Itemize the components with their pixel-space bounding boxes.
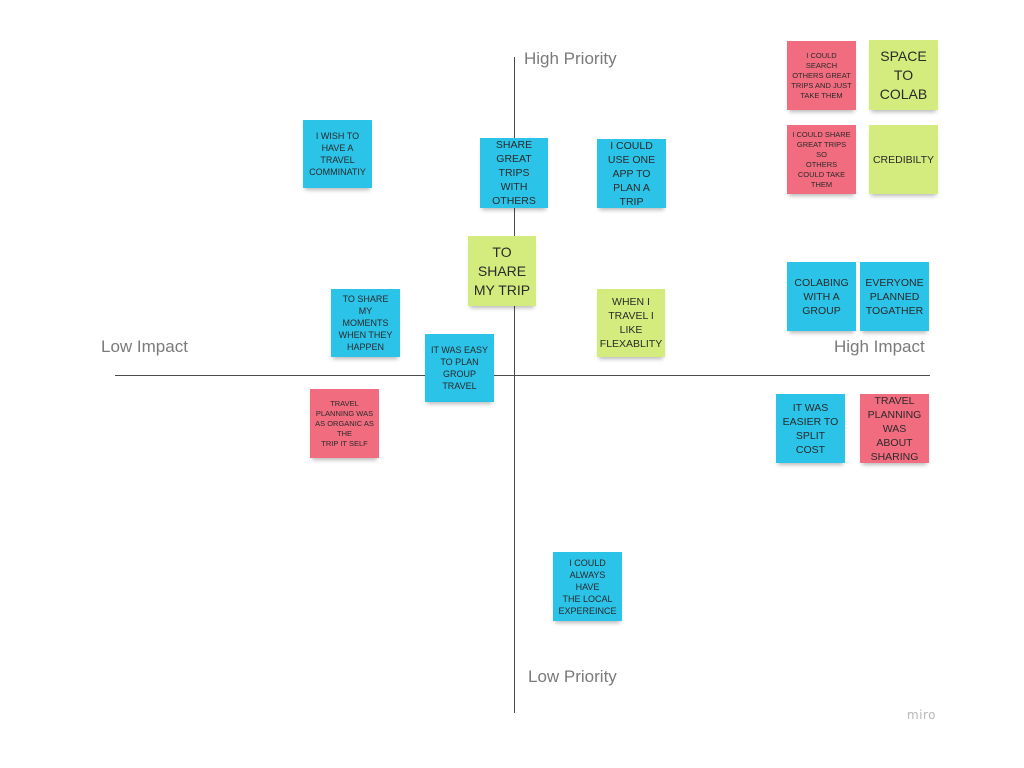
axis-label-high-impact: High Impact <box>834 337 925 356</box>
sticky-note-text: CREDIBILTY <box>872 153 935 166</box>
sticky-note-text: I COULD SHARE GREAT TRIPS SO OTHERS COUL… <box>792 129 851 189</box>
sticky-note-text: TO SHARE MY MOMENTS WHEN THEY HAPPEN <box>338 294 393 352</box>
sticky-note-text: I COULD ALWAYS HAVE THE LOCAL EXPEREINCE <box>558 557 617 616</box>
sticky-note[interactable]: EVERYONE PLANNED TOGATHER <box>860 262 929 331</box>
sticky-note-text: WHEN I TRAVEL I LIKE FLEXABLITY <box>599 296 663 350</box>
sticky-note-text: EVERYONE PLANNED TOGATHER <box>865 276 924 317</box>
sticky-note-text: TRAVEL PLANNING WAS AS ORGANIC AS THE TR… <box>315 398 374 448</box>
sticky-note[interactable]: I COULD SHARE GREAT TRIPS SO OTHERS COUL… <box>787 125 856 194</box>
impact-axis-line <box>115 375 930 376</box>
sticky-note[interactable]: IT WAS EASY TO PLAN GROUP TRAVEL <box>425 334 494 402</box>
sticky-note[interactable]: I COULD SEARCH OTHERS GREAT TRIPS AND JU… <box>787 41 856 110</box>
sticky-note[interactable]: I COULD USE ONE APP TO PLAN A TRIP <box>597 139 666 208</box>
sticky-note[interactable]: COLABING WITH A GROUP <box>787 262 856 331</box>
sticky-note[interactable]: I COULD ALWAYS HAVE THE LOCAL EXPEREINCE <box>553 552 622 621</box>
sticky-note-text: I WISH TO HAVE A TRAVEL COMMINATIY <box>309 131 366 177</box>
miro-watermark: miro <box>906 708 936 722</box>
sticky-note-text: SHARE GREAT TRIPS WITH OTHERS <box>492 139 536 207</box>
sticky-note[interactable]: TO SHARE MY MOMENTS WHEN THEY HAPPEN <box>331 289 400 357</box>
axis-label-low-priority: Low Priority <box>528 667 617 686</box>
sticky-note[interactable]: CREDIBILTY <box>869 125 938 194</box>
sticky-note[interactable]: I WISH TO HAVE A TRAVEL COMMINATIY <box>303 120 372 188</box>
sticky-note-text: COLABING WITH A GROUP <box>794 276 849 317</box>
sticky-note-text: IT WAS EASIER TO SPLIT COST <box>782 401 839 456</box>
sticky-note[interactable]: SHARE GREAT TRIPS WITH OTHERS <box>480 138 548 208</box>
sticky-note[interactable]: TO SHARE MY TRIP <box>468 236 536 306</box>
sticky-note-text: TO SHARE MY TRIP <box>473 243 531 298</box>
sticky-note-text: IT WAS EASY TO PLAN GROUP TRAVEL <box>430 345 488 391</box>
sticky-note[interactable]: TRAVEL PLANNING WAS AS ORGANIC AS THE TR… <box>310 389 379 458</box>
sticky-note-text: I COULD SEARCH OTHERS GREAT TRIPS AND JU… <box>791 50 852 100</box>
sticky-note-text: TRAVEL PLANNING WAS ABOUT SHARING <box>867 394 922 463</box>
sticky-note-text: SPACE TO COLAB <box>879 47 928 102</box>
sticky-note[interactable]: IT WAS EASIER TO SPLIT COST <box>776 394 845 463</box>
sticky-note[interactable]: TRAVEL PLANNING WAS ABOUT SHARING <box>860 394 929 463</box>
sticky-note[interactable]: SPACE TO COLAB <box>869 40 938 110</box>
axis-label-high-priority: High Priority <box>524 49 617 68</box>
axis-label-low-impact: Low Impact <box>101 337 188 356</box>
sticky-note[interactable]: WHEN I TRAVEL I LIKE FLEXABLITY <box>597 289 665 357</box>
priority-axis-line <box>514 57 515 713</box>
sticky-note-text: I COULD USE ONE APP TO PLAN A TRIP <box>607 139 656 208</box>
